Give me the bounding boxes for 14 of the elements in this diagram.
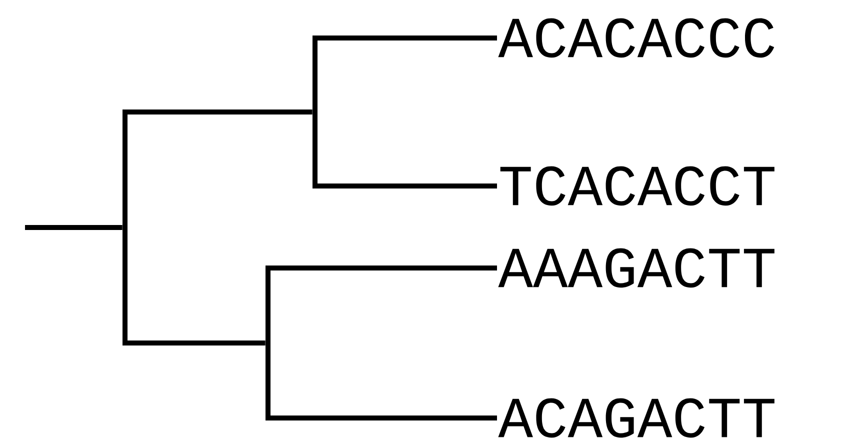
- branch-line: [125, 340, 266, 346]
- branch-bar: [266, 266, 270, 420]
- branch-line: [315, 36, 497, 40]
- branch-bar: [312, 36, 318, 188]
- branch-line: [268, 416, 497, 420]
- leaf-label: AAAGACTT: [498, 248, 774, 288]
- leaf-label: ACACACCC: [498, 18, 774, 58]
- branch-line: [125, 110, 312, 114]
- branch-bar: [122, 110, 128, 346]
- branch-line: [25, 225, 122, 230]
- leaf-label: ACAGACTT: [498, 398, 774, 438]
- leaf-label: TCACACCT: [500, 166, 774, 206]
- branch-line: [315, 184, 497, 188]
- branch-line: [268, 266, 497, 270]
